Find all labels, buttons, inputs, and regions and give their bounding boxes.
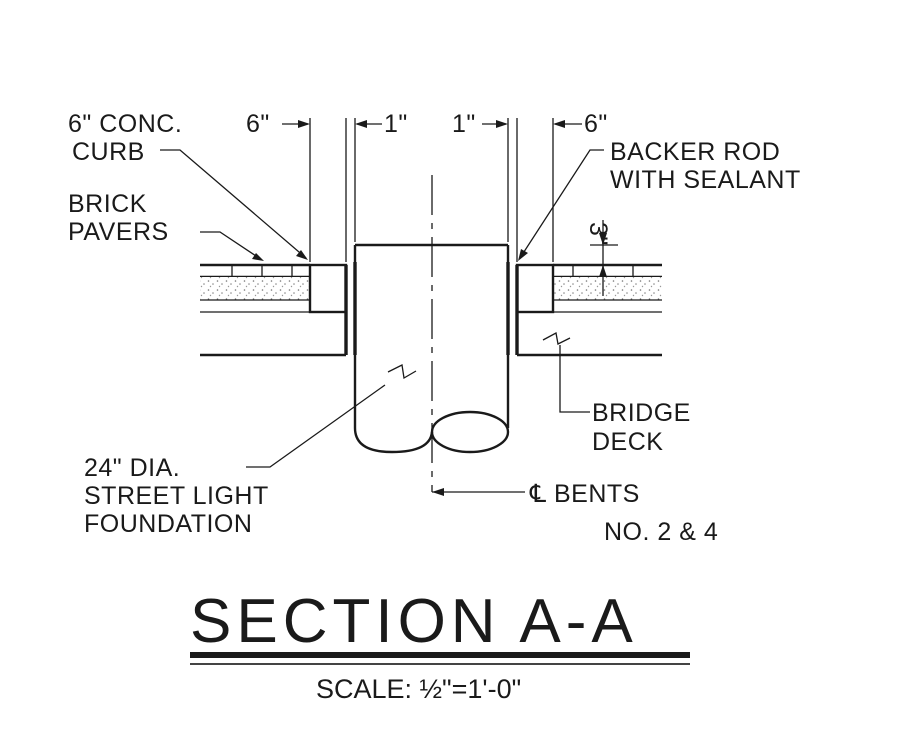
label-curb-line1: 6" CONC. (68, 110, 182, 138)
label-backer-line1: BACKER ROD (610, 138, 780, 166)
dim-right-gap: 1" (452, 110, 476, 138)
label-foundation-line2: STREET LIGHT (84, 482, 269, 510)
label-deck-line1: BRIDGE (592, 399, 691, 427)
dim-paver-depth: 3" (584, 222, 612, 246)
leader-lines (160, 149, 604, 496)
label-bents-line2: NO. 2 & 4 (604, 518, 718, 546)
label-deck-line2: DECK (592, 428, 663, 456)
dimension-lines (282, 118, 618, 296)
dim-left-gap: 1" (384, 110, 408, 138)
dim-left-curb: 6" (246, 110, 270, 138)
foundation-shaft (353, 243, 571, 454)
label-bents-line1: ℄ BENTS (529, 480, 640, 508)
label-brick-line2: PAVERS (68, 218, 169, 246)
dim-right-curb: 6" (584, 110, 608, 138)
label-foundation-line1: 24" DIA. (84, 454, 180, 482)
label-foundation-line3: FOUNDATION (84, 510, 252, 538)
section-title: SECTION A-A (190, 587, 638, 656)
label-backer-line2: WITH SEALANT (610, 166, 801, 194)
scale-label: SCALE: ½"=1'-0" (316, 674, 521, 704)
label-curb-line2: CURB (72, 138, 145, 166)
label-brick-line1: BRICK (68, 190, 147, 218)
left-deck-section (200, 262, 357, 357)
right-deck-section (506, 262, 662, 357)
